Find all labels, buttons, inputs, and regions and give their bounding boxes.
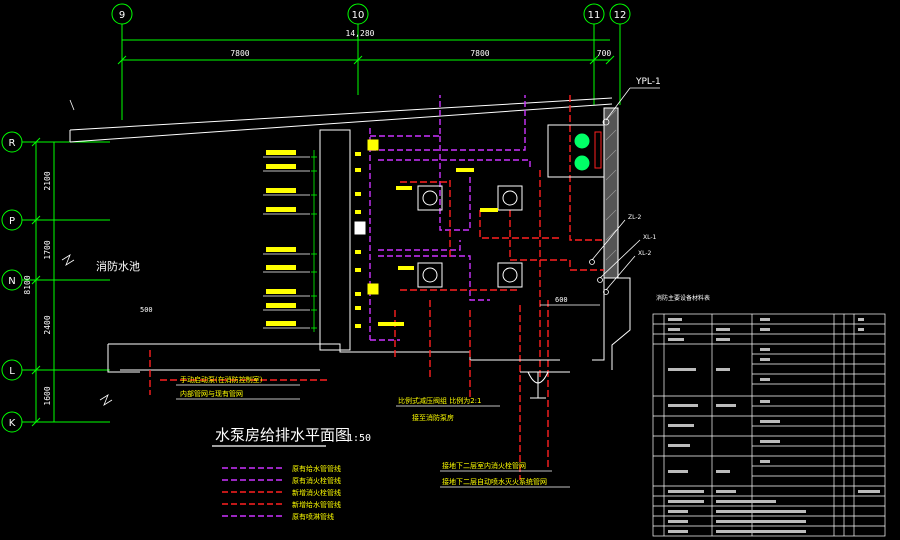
ypl-leader (602, 87, 660, 126)
note-left-2: 内部管网与现有管网 (180, 389, 243, 398)
note-center-1: 比例式减压阀组 比例为2:1 (398, 396, 482, 405)
legend-label-3: 新增消火栓管线 (292, 488, 341, 497)
equipment-table (652, 313, 886, 537)
dim-overall-top: 14,280 (346, 29, 375, 38)
red-pipes (149, 95, 604, 480)
note-center-2: 接至消防泵房 (412, 413, 454, 422)
legend-label-2: 原有消火栓管线 (292, 476, 341, 485)
pump-units (354, 124, 605, 295)
left-grid-axes (1, 131, 110, 433)
inner-dim-strip (311, 150, 317, 332)
legend-label-1: 原有给水管管线 (292, 464, 341, 473)
ypl-label: YPL-1 (635, 77, 661, 87)
left-tag-stack (263, 156, 310, 329)
pool-label: 消防水池 (96, 259, 140, 273)
legend: 原有给水管管线 原有消火栓管线 新增消火栓管线 新增给水管管线 原有喷淋管线 (222, 464, 341, 521)
riser-label-1: ZL-2 (628, 214, 642, 221)
legend-label-5: 原有喷淋管线 (292, 512, 334, 521)
dim-left-seg-4: 1600 (43, 386, 52, 405)
left-tag-texts (266, 150, 296, 326)
axis-12-label: 12 (614, 10, 627, 21)
axis-10-label: 10 (352, 10, 365, 21)
axis-P-label: P (9, 216, 15, 227)
table-title: 消防主要设备材料表 (656, 294, 710, 302)
door-fitting (518, 359, 570, 399)
note-left-1: 手动启动泵(在消防控制室) (180, 375, 263, 384)
dim-600-label: 600 (555, 296, 568, 304)
dim-top-seg-3: 700 (597, 49, 612, 58)
dim-500-label: 500 (140, 306, 153, 314)
axis-11-label: 11 (588, 10, 601, 21)
dim-left-seg-3: 2400 (43, 315, 52, 334)
inline-tags (378, 168, 498, 326)
note-bottom-1: 接地下二层室内消火栓管网 (442, 461, 526, 470)
dim-top-seg-1: 7800 (230, 49, 249, 58)
building-walls (69, 97, 631, 373)
axis-9-label: 9 (119, 10, 125, 21)
purple-pipes (369, 95, 531, 341)
axis-K-label: K (9, 418, 16, 429)
dim-left-seg-2: 1700 (43, 240, 52, 259)
riser-label-2: XL-1 (643, 234, 657, 241)
dim-top-seg-2: 7800 (470, 49, 489, 58)
drawing-scale: 1:50 (347, 433, 371, 444)
riser-label-3: XL-2 (638, 250, 652, 257)
dim-left-total: 8100 (23, 275, 32, 294)
axis-R-label: R (9, 138, 16, 149)
top-dimensions (117, 39, 615, 65)
note-bottom-2: 接地下二层自动喷水灭火系统管网 (442, 477, 547, 486)
table-cell-marks (668, 318, 880, 533)
axis-L-label: L (9, 366, 15, 377)
drawing-title: 水泵房给排水平面图 (215, 426, 350, 444)
riser-leaders (589, 219, 641, 295)
note-underlines (176, 384, 570, 488)
break-marks (61, 99, 113, 406)
legend-label-4: 新增给水管管线 (292, 500, 341, 509)
axis-N-label: N (8, 276, 15, 287)
dim-left-seg-1: 2100 (43, 171, 52, 190)
valve-stack (355, 152, 361, 328)
